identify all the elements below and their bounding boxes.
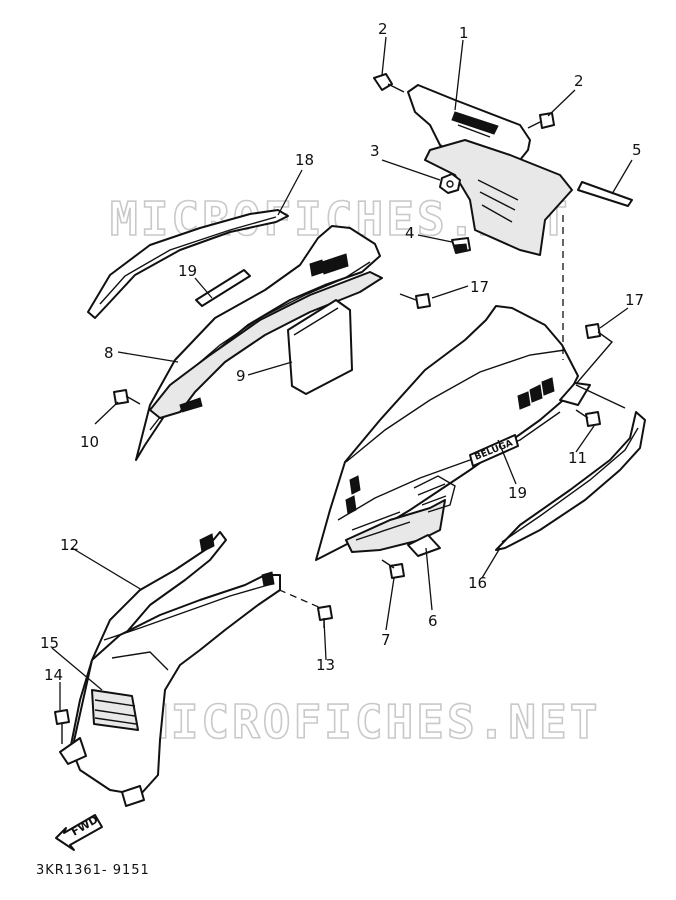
leader-19-lower	[497, 439, 517, 485]
leader-11	[575, 425, 595, 453]
screw-17-left	[399, 293, 431, 309]
leader-17-left	[431, 285, 469, 299]
leader-4	[417, 234, 453, 243]
callout-12: 12	[60, 536, 79, 554]
leader-10	[94, 401, 119, 425]
screw-13	[317, 605, 333, 628]
part-8-inner-panel	[149, 271, 383, 419]
callout-19-lower: 19	[508, 484, 527, 502]
callout-1: 1	[459, 24, 469, 42]
leader-6	[425, 547, 433, 611]
callout-17-right: 17	[625, 291, 644, 309]
callout-16: 16	[468, 574, 487, 592]
screw-17-right	[575, 323, 614, 385]
callout-3: 3	[370, 142, 380, 160]
leader-3	[381, 159, 441, 181]
callout-7: 7	[381, 631, 391, 649]
callout-15: 15	[40, 634, 59, 652]
callout-14: 14	[44, 666, 63, 684]
bracket-under-cover	[559, 382, 626, 409]
leader-17-right	[599, 307, 629, 329]
callout-2-right: 2	[574, 72, 584, 90]
leader-19-upper	[194, 277, 213, 299]
screw-14	[54, 709, 70, 744]
callout-10: 10	[80, 433, 99, 451]
part-6-main-side-cover: BELUGA	[315, 305, 579, 561]
bolt-2-right	[527, 112, 555, 129]
leader-5	[611, 159, 633, 195]
leader-18	[277, 169, 303, 216]
callout-11: 11	[568, 449, 587, 467]
screw-7	[381, 559, 405, 579]
part-12-lower-cover	[59, 531, 281, 807]
screw-11	[575, 409, 601, 427]
drawing-code: 3KR1361- 9151	[36, 863, 150, 878]
callout-6: 6	[428, 612, 438, 630]
label-19-upper	[195, 269, 251, 307]
callout-19-upper: 19	[178, 262, 197, 280]
leader-1	[454, 39, 464, 111]
part-16-side-rail	[495, 411, 646, 551]
leader-7	[385, 577, 395, 631]
leader-9	[247, 361, 293, 376]
clip-4	[451, 237, 471, 254]
forward-direction-arrow: FWD	[55, 813, 103, 851]
label-5	[577, 181, 633, 207]
leader-16	[481, 547, 501, 579]
part-18-side-rail	[87, 209, 289, 319]
leader-12	[71, 547, 143, 591]
leader-2-right	[547, 89, 576, 117]
callout-9: 9	[236, 367, 246, 385]
nut-3	[439, 173, 461, 194]
screw-10	[113, 389, 141, 405]
part-9-pad	[287, 299, 353, 395]
callout-4: 4	[405, 224, 415, 242]
leader-13	[323, 619, 327, 661]
leader-2-left	[381, 36, 387, 76]
callout-8: 8	[104, 344, 114, 362]
watermark-bottom: MICROFICHES.NET	[140, 695, 600, 749]
callout-13: 13	[316, 656, 335, 674]
bolt-2-left	[373, 73, 405, 93]
leader-8	[117, 351, 179, 363]
callout-5: 5	[632, 141, 642, 159]
callout-2-left: 2	[378, 20, 388, 38]
leader-15	[51, 647, 103, 691]
callout-18: 18	[295, 151, 314, 169]
callout-17-left: 17	[470, 278, 489, 296]
